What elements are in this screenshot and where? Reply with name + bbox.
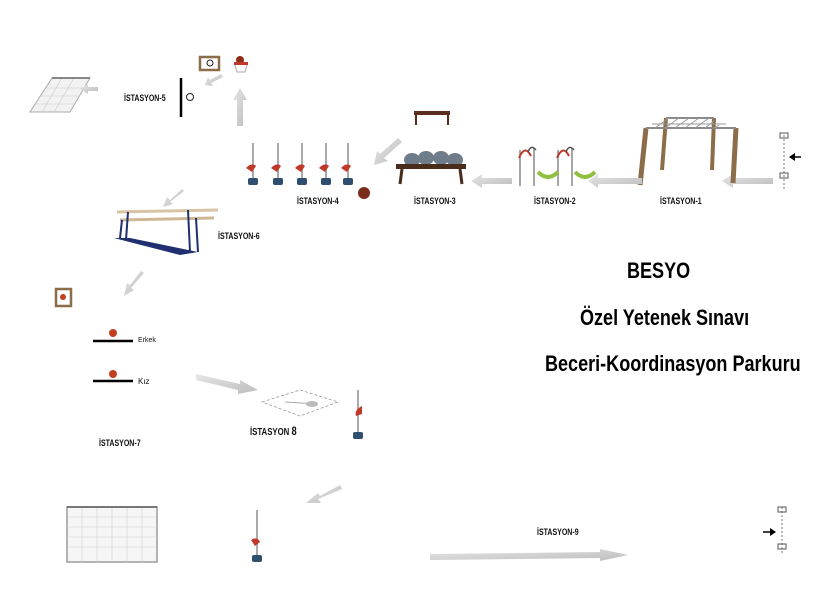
finish-marker: [763, 506, 787, 555]
male-line-label: Erkek: [138, 337, 156, 344]
direction-arrow: [196, 374, 258, 394]
station-7-label: İSTASYON-7: [99, 438, 141, 448]
start-marker: [779, 132, 801, 190]
station-8-text: İSTASYON: [250, 427, 290, 438]
direction-arrow: [306, 485, 342, 503]
direction-arrow: [80, 84, 98, 94]
direction-arrow: [374, 138, 402, 165]
title-line-2: Özel Yetenek Sınavı: [580, 305, 750, 330]
soccer-ball-icon: [186, 93, 194, 101]
basketball-hoop: [234, 56, 248, 73]
mat-area: [260, 389, 340, 417]
overhead-ladder: [637, 117, 739, 186]
direction-arrow: [588, 174, 642, 188]
direction-arrow: [471, 174, 512, 188]
floor-hurdle: [536, 170, 560, 179]
station-1-label: İSTASYON-1: [660, 196, 702, 206]
goal-net-large: [66, 506, 158, 563]
direction-arrow: [233, 88, 247, 126]
parallel-bars: [114, 208, 219, 255]
bench-small: [414, 111, 450, 125]
station-8-number: 8: [291, 424, 297, 438]
floor-hurdle: [573, 170, 597, 179]
direction-arrow: [124, 271, 144, 296]
basketball: [358, 187, 370, 199]
bench-with-medicine-balls: [396, 151, 466, 185]
direction-arrow: [722, 174, 773, 188]
slalom-pole: [353, 390, 363, 439]
direction-arrow: [430, 549, 628, 561]
station-6-label: İSTASYON-6: [218, 231, 260, 241]
hurdle: [518, 146, 537, 186]
goal-net: [29, 77, 91, 113]
station-8-label: İSTASYON 8: [250, 424, 297, 438]
slalom-pole: [246, 143, 258, 185]
slalom-pole: [341, 143, 353, 185]
slalom-pole: [319, 143, 331, 185]
direction-arrow: [205, 74, 223, 86]
station-3-label: İSTASYON-3: [414, 196, 456, 206]
hurdle-set: [518, 146, 597, 186]
station-5-label: İSTASYON-5: [124, 93, 166, 103]
female-line-label: Kız: [138, 377, 150, 386]
title-line-3: Beceri-Koordinasyon Parkuru: [545, 351, 801, 376]
slalom-poles: [246, 143, 370, 199]
hurdle: [556, 146, 575, 186]
station-2-label: İSTASYON-2: [534, 196, 576, 206]
ball-icon: [109, 370, 117, 378]
slalom-pole: [251, 510, 262, 562]
target-board: [54, 287, 73, 308]
station-4-label: İSTASYON-4: [297, 196, 339, 206]
station-9-label: İSTASYON-9: [537, 527, 579, 537]
target-board: [198, 55, 221, 72]
slalom-pole: [295, 143, 307, 185]
title-line-1: BESYO: [627, 258, 691, 283]
slalom-pole: [271, 143, 283, 185]
ball-icon: [109, 329, 117, 337]
direction-arrow: [163, 189, 184, 207]
